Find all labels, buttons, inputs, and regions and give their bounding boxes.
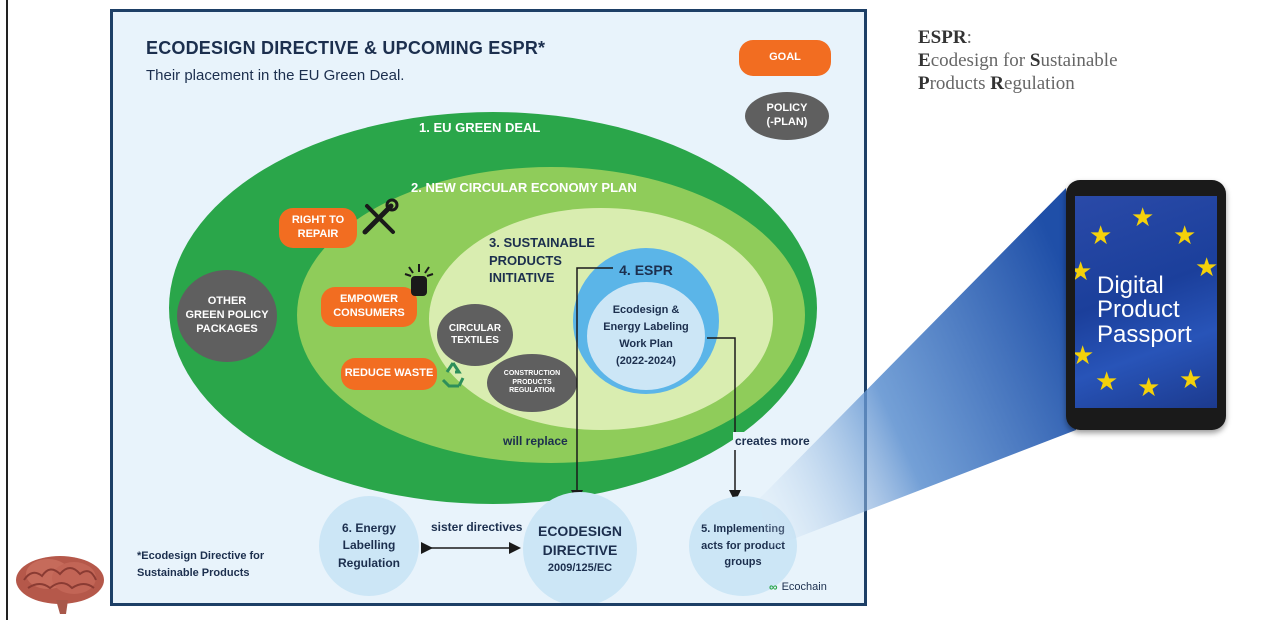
ecodesign-infographic: ECODESIGN DIRECTIVE & UPCOMING ESPR* The… — [110, 9, 867, 606]
construction-products-regulation-policy: CONSTRUCTION PRODUCTS REGULATION — [487, 354, 577, 412]
letter-r: R — [990, 73, 1005, 95]
dpp-line3: Passport — [1097, 320, 1192, 348]
other-policy-line1: OTHER — [207, 295, 247, 308]
ecochain-logo-icon: ∞ — [769, 580, 778, 594]
spi-label-line1: 3. SUSTAINABLE — [489, 235, 595, 250]
eu-green-deal-label: 1. EU GREEN DEAL — [419, 120, 541, 135]
cpr-line3: REGULATION — [509, 387, 555, 395]
footnote: *Ecodesign Directive for Sustainable Pro… — [137, 548, 264, 581]
eu-star-icon: ★ — [1095, 366, 1119, 396]
dpp-title: Digital Product Passport — [1097, 272, 1192, 348]
impl-line2: acts for product — [701, 539, 785, 552]
espr-definition-line1: ESPR: — [918, 26, 1118, 49]
espr-colon: : — [966, 27, 972, 48]
cpr-line2: PRODUCTS — [512, 378, 552, 386]
letter-e: E — [918, 50, 931, 72]
cpr-line1: CONSTRUCTION — [503, 369, 561, 377]
ecochain-brand: ∞ Ecochain — [769, 580, 827, 594]
digital-product-passport-tablet: ★ ★ ★ ★ ★ ★ ★ ★ ★ Digital Product Passpo… — [1066, 180, 1226, 430]
circular-textiles-policy: CIRCULAR TEXTILES — [437, 304, 513, 366]
workplan-line4: (2022-2024) — [616, 355, 676, 368]
eu-star-icon: ★ — [1137, 372, 1161, 402]
word-codesign: codesign for — [930, 50, 1030, 72]
repair-line1: RIGHT TO — [291, 214, 345, 227]
legend-policy-line1: POLICY — [766, 102, 808, 115]
spi-label-line2: PRODUCTS — [489, 252, 562, 268]
espr-definition-line3: Products Regulation — [918, 72, 1118, 95]
eu-star-icon: ★ — [1075, 256, 1093, 286]
espr-label: 4. ESPR — [619, 262, 673, 278]
legend-policy-line2: (-PLAN) — [766, 116, 808, 128]
recycle-icon — [441, 362, 465, 388]
word-egulation: egulation — [1004, 73, 1075, 95]
infographic-subtitle: Their placement in the EU Green Deal. — [146, 67, 405, 84]
other-green-policy-packages: OTHER GREEN POLICY PACKAGES — [177, 270, 277, 362]
dpp-line1: Digital — [1097, 272, 1164, 299]
workplan-line1: Ecodesign & — [612, 303, 680, 316]
footnote-line1: *Ecodesign Directive for — [137, 550, 265, 562]
word-ustainable: ustainable — [1040, 50, 1118, 72]
impl-line1: 5. Implementing — [701, 523, 785, 536]
spi-label-line3: INITIATIVE — [489, 270, 555, 286]
workplan-line2: Energy Labeling — [603, 320, 689, 333]
creates-more-arrow — [707, 337, 741, 502]
impl-line3: groups — [724, 556, 762, 569]
energy-line1: 6. Energy — [341, 520, 397, 535]
empower-line1: EMPOWER — [339, 293, 399, 306]
espr-definition-line2: Ecodesign for Sustainable — [918, 49, 1118, 72]
circular-economy-label: 2. NEW CIRCULAR ECONOMY PLAN — [411, 180, 637, 195]
espr-abbr: ESPR — [918, 27, 967, 48]
repair-line2: REPAIR — [297, 228, 339, 240]
right-to-repair-goal: RIGHT TO REPAIR — [279, 208, 357, 248]
reduce-waste-label: REDUCE WASTE — [344, 367, 434, 380]
ecochain-name: Ecochain — [781, 581, 827, 593]
creates-more-label: creates more — [733, 432, 812, 450]
legend-goal-label: GOAL — [769, 51, 801, 64]
sustainable-products-label: 3. SUSTAINABLE PRODUCTS INITIATIVE — [489, 234, 595, 287]
workplan-line3: Work Plan — [619, 338, 673, 350]
infographic-title: ECODESIGN DIRECTIVE & UPCOMING ESPR* — [146, 38, 546, 58]
tools-icon — [362, 198, 399, 235]
sister-directives-label: sister directives — [431, 520, 523, 534]
empower-line2: CONSUMERS — [333, 307, 405, 319]
eu-star-icon: ★ — [1089, 220, 1113, 250]
eu-star-icon: ★ — [1195, 252, 1217, 282]
energy-line3: Regulation — [338, 555, 400, 570]
energy-labelling-regulation-circle: 6. Energy Labelling Regulation — [319, 496, 419, 596]
dpp-line2: Product — [1097, 296, 1180, 324]
energy-line2: Labelling — [342, 538, 396, 553]
empower-consumers-goal: EMPOWER CONSUMERS — [321, 287, 417, 327]
textiles-line1: CIRCULAR — [448, 322, 502, 334]
eu-star-icon: ★ — [1173, 220, 1197, 250]
raised-fist-icon — [404, 264, 434, 296]
legend-goal-badge: GOAL — [739, 40, 831, 76]
other-policy-line3: PACKAGES — [196, 322, 258, 335]
eu-star-icon: ★ — [1075, 340, 1095, 370]
footnote-line2: Sustainable Products — [137, 566, 250, 579]
eco-line2: DIRECTIVE — [542, 542, 618, 559]
letter-p: P — [918, 73, 930, 95]
will-replace-label: will replace — [503, 434, 568, 448]
textiles-line2: TEXTILES — [451, 335, 499, 346]
other-policy-line2: GREEN POLICY — [185, 309, 269, 322]
reduce-waste-goal: REDUCE WASTE — [341, 358, 437, 390]
espr-definition: ESPR: Ecodesign for Sustainable Products… — [918, 26, 1118, 96]
eu-star-icon: ★ — [1179, 364, 1203, 394]
letter-s: S — [1029, 50, 1041, 72]
legend-policy-badge: POLICY (-PLAN) — [745, 92, 829, 140]
word-roducts: roducts — [929, 73, 991, 95]
workplan-circle: Ecodesign & Energy Labeling Work Plan (2… — [587, 282, 705, 390]
brain-icon — [16, 556, 104, 614]
eu-star-icon: ★ — [1131, 202, 1155, 232]
ecodesign-directive-circle: ECODESIGN DIRECTIVE 2009/125/EC — [523, 492, 637, 603]
tablet-screen: ★ ★ ★ ★ ★ ★ ★ ★ ★ Digital Product Passpo… — [1075, 196, 1217, 408]
will-replace-arrow — [571, 267, 613, 502]
eco-line1: ECODESIGN — [537, 522, 622, 539]
left-border-line — [6, 0, 8, 620]
eco-line3: 2009/125/EC — [547, 561, 613, 574]
